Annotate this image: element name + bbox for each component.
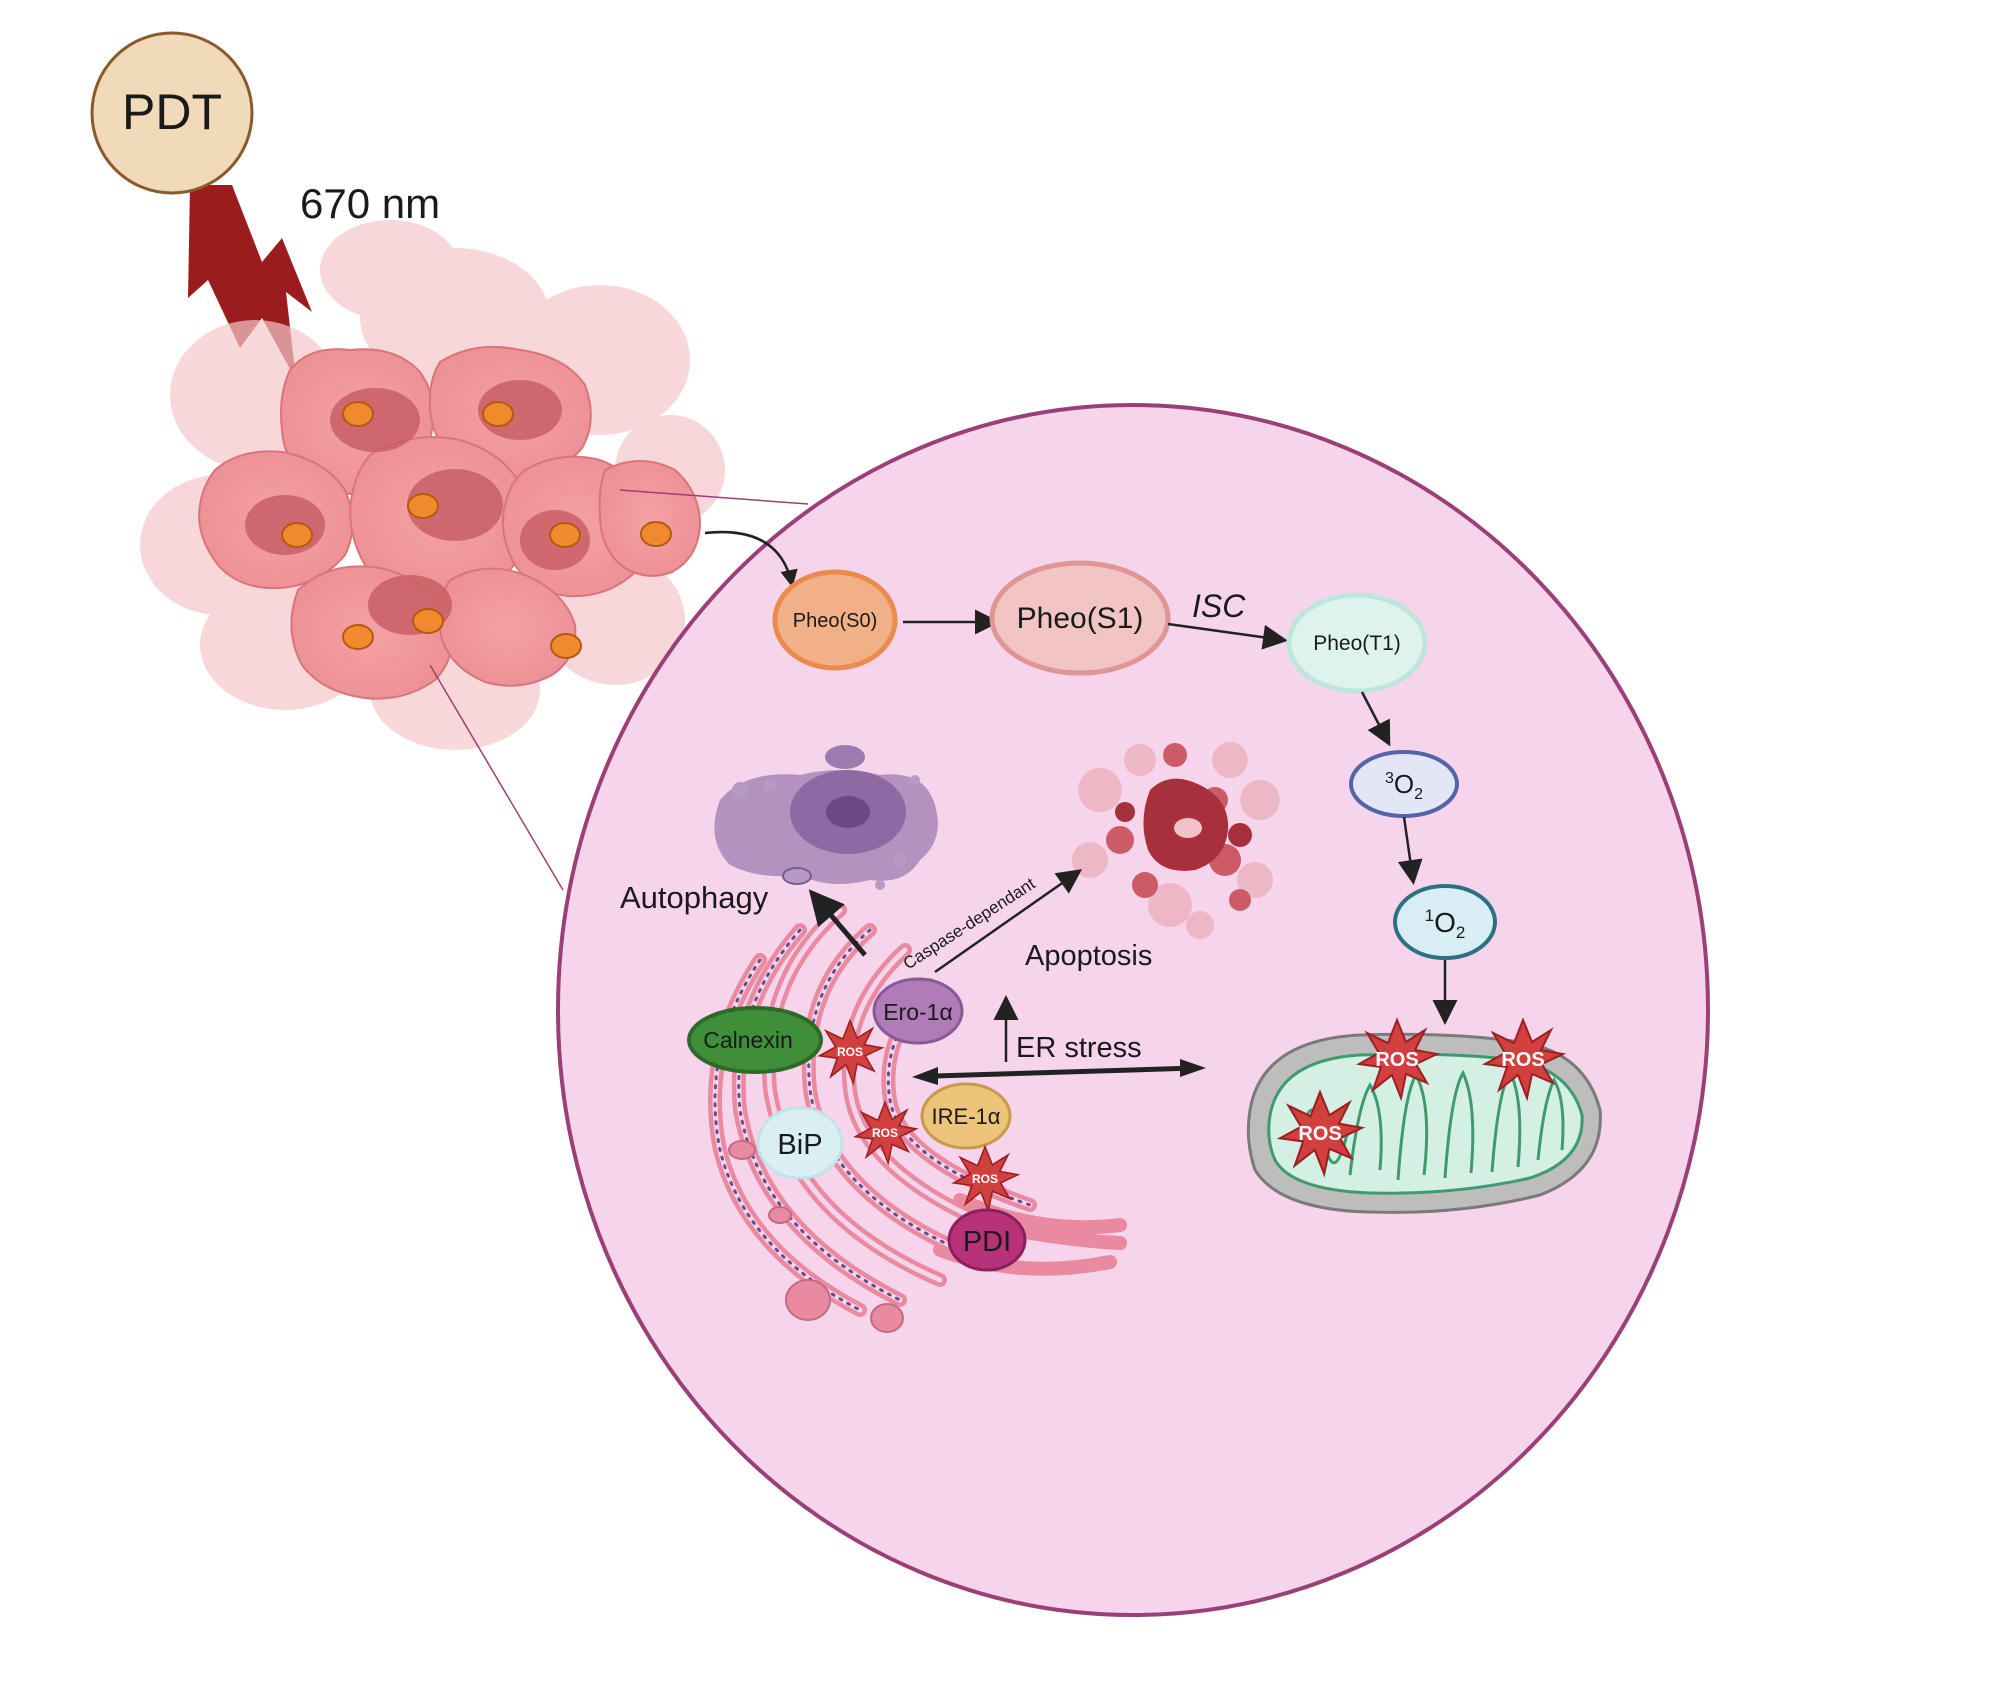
pheo-s1-node: Pheo(S1) (989, 560, 1171, 676)
zoom-line-bottom (429, 664, 564, 891)
zoomed-cell (556, 403, 1710, 1617)
autophagic-cell-icon (714, 745, 938, 890)
arrow-t1-to-3o2 (1360, 691, 1391, 747)
singlet-oxygen-label: 1O2 (1425, 906, 1466, 942)
ros-burst-icon: ROS (1279, 1091, 1364, 1176)
pheo-t1-label: Pheo(T1) (1313, 632, 1401, 655)
singlet-oxygen-node: 1O2 (1393, 884, 1497, 960)
arrow-3o2-to-1o2 (1397, 816, 1423, 885)
triplet-oxygen-label: 3O2 (1385, 769, 1423, 803)
pdt-label: PDT (122, 84, 222, 140)
pdi-node: PDI (947, 1208, 1027, 1272)
triplet-oxygen-node: 3O2 (1349, 750, 1459, 818)
arrow-cell-to-pheo-s0 (704, 530, 798, 588)
ero1a-label: Ero-1α (883, 999, 953, 1025)
pdi-label: PDI (963, 1226, 1011, 1258)
ros-burst-icon: ROS (1358, 1019, 1438, 1099)
ros-burst-icon: ROS (854, 1101, 917, 1164)
pheo-s0-label: Pheo(S0) (793, 610, 878, 632)
ros-burst-icon: ROS (818, 1019, 883, 1084)
svg-text:ROS: ROS (837, 1045, 863, 1059)
svg-text:ROS: ROS (972, 1172, 998, 1186)
svg-text:ROS: ROS (1375, 1049, 1418, 1071)
tumor-cells-icon (140, 220, 725, 750)
apoptosis-label: Apoptosis (1025, 940, 1152, 972)
er-mito-arrowhead-left (912, 1067, 938, 1085)
ros-burst-icon: ROS (1484, 1019, 1564, 1099)
pheo-s1-label: Pheo(S1) (1017, 602, 1144, 635)
calnexin-label: Calnexin (703, 1027, 793, 1053)
ire1a-node: IRE-1α (920, 1082, 1012, 1150)
autophagy-label: Autophagy (620, 880, 769, 915)
er-mito-link (934, 1065, 1196, 1079)
svg-text:ROS: ROS (872, 1126, 898, 1140)
pheo-t1-node: Pheo(T1) (1286, 592, 1428, 694)
bip-node: BiP (756, 1106, 844, 1180)
arrow-er-to-apoptosis (934, 869, 1083, 974)
wavelength-label: 670 nm (300, 180, 440, 227)
ire1a-label: IRE-1α (932, 1104, 1001, 1129)
pdt-source: PDT (90, 31, 254, 195)
er-stress-label: ER stress (1016, 1032, 1142, 1064)
apoptotic-cell-icon (1072, 742, 1280, 939)
arrow-s1-to-t1 (1167, 622, 1288, 650)
calnexin-node: Calnexin (687, 1006, 823, 1074)
er-mito-arrowhead-right (1180, 1059, 1206, 1077)
pheo-s0-node: Pheo(S0) (772, 569, 898, 671)
arrow-er-to-autophagy (808, 889, 867, 957)
zoom-line-top (619, 489, 809, 505)
isc-label: ISC (1192, 588, 1246, 624)
bip-label: BiP (777, 1129, 822, 1161)
ero1a-node: Ero-1α (872, 977, 964, 1045)
svg-text:ROS: ROS (1501, 1049, 1544, 1071)
ros-burst-icon: ROS (953, 1146, 1019, 1212)
svg-text:ROS: ROS (1298, 1123, 1341, 1145)
